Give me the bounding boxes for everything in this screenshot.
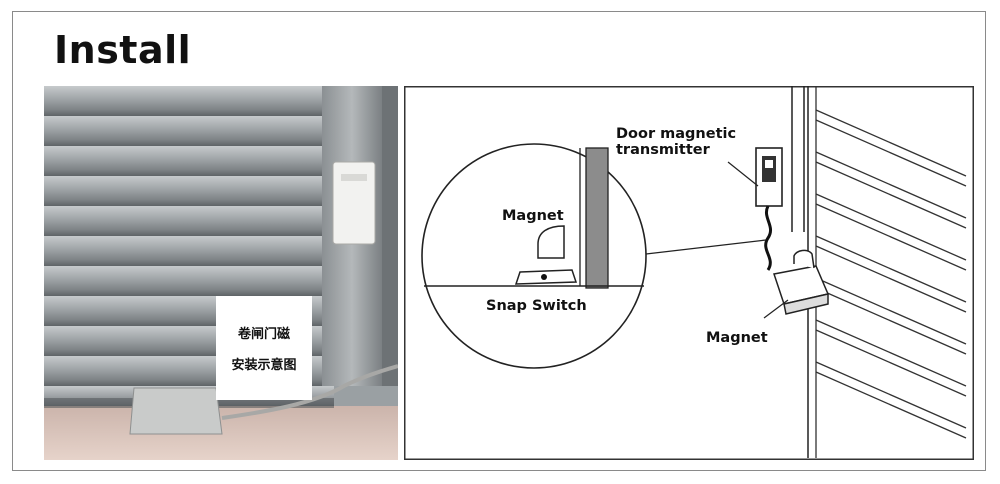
- label-magnet-floor: Magnet: [706, 330, 768, 346]
- label-transmitter-line1: Door magnetic: [616, 126, 736, 142]
- magnet-leader-line: [763, 299, 789, 319]
- floor-magnet-drawing: [773, 249, 830, 315]
- figure-frame: [12, 11, 986, 471]
- installation-photo: 卷闸门磁 安装示意图: [44, 86, 399, 460]
- page-title: Install: [54, 28, 192, 72]
- label-transmitter-line2: transmitter: [616, 142, 711, 158]
- shutter-slats: [44, 86, 334, 408]
- transmitter-device: [332, 161, 376, 245]
- transmitter-drawing: [755, 147, 783, 207]
- diagram-svg: Door magnetic transmitter Magnet Snap Sw…: [404, 86, 974, 460]
- shutter-photo-illustration: [44, 86, 399, 460]
- label-magnet-zoom: Magnet: [502, 208, 564, 224]
- installation-diagram: Door magnetic transmitter Magnet Snap Sw…: [404, 86, 974, 460]
- floor-magnet-bracket: [129, 387, 223, 435]
- zoom-circle: [421, 143, 647, 369]
- photo-caption-line1: 卷闸门磁: [237, 327, 290, 342]
- label-snap-switch: Snap Switch: [486, 298, 587, 314]
- zoom-leader-line: [645, 239, 767, 255]
- wire-drawing: [764, 205, 773, 271]
- photo-caption-line2: 安装示意图: [231, 358, 297, 373]
- photo-caption-box: 卷闸门磁 安装示意图: [216, 296, 312, 400]
- cable: [221, 364, 399, 420]
- transmitter-leader-line: [727, 161, 759, 187]
